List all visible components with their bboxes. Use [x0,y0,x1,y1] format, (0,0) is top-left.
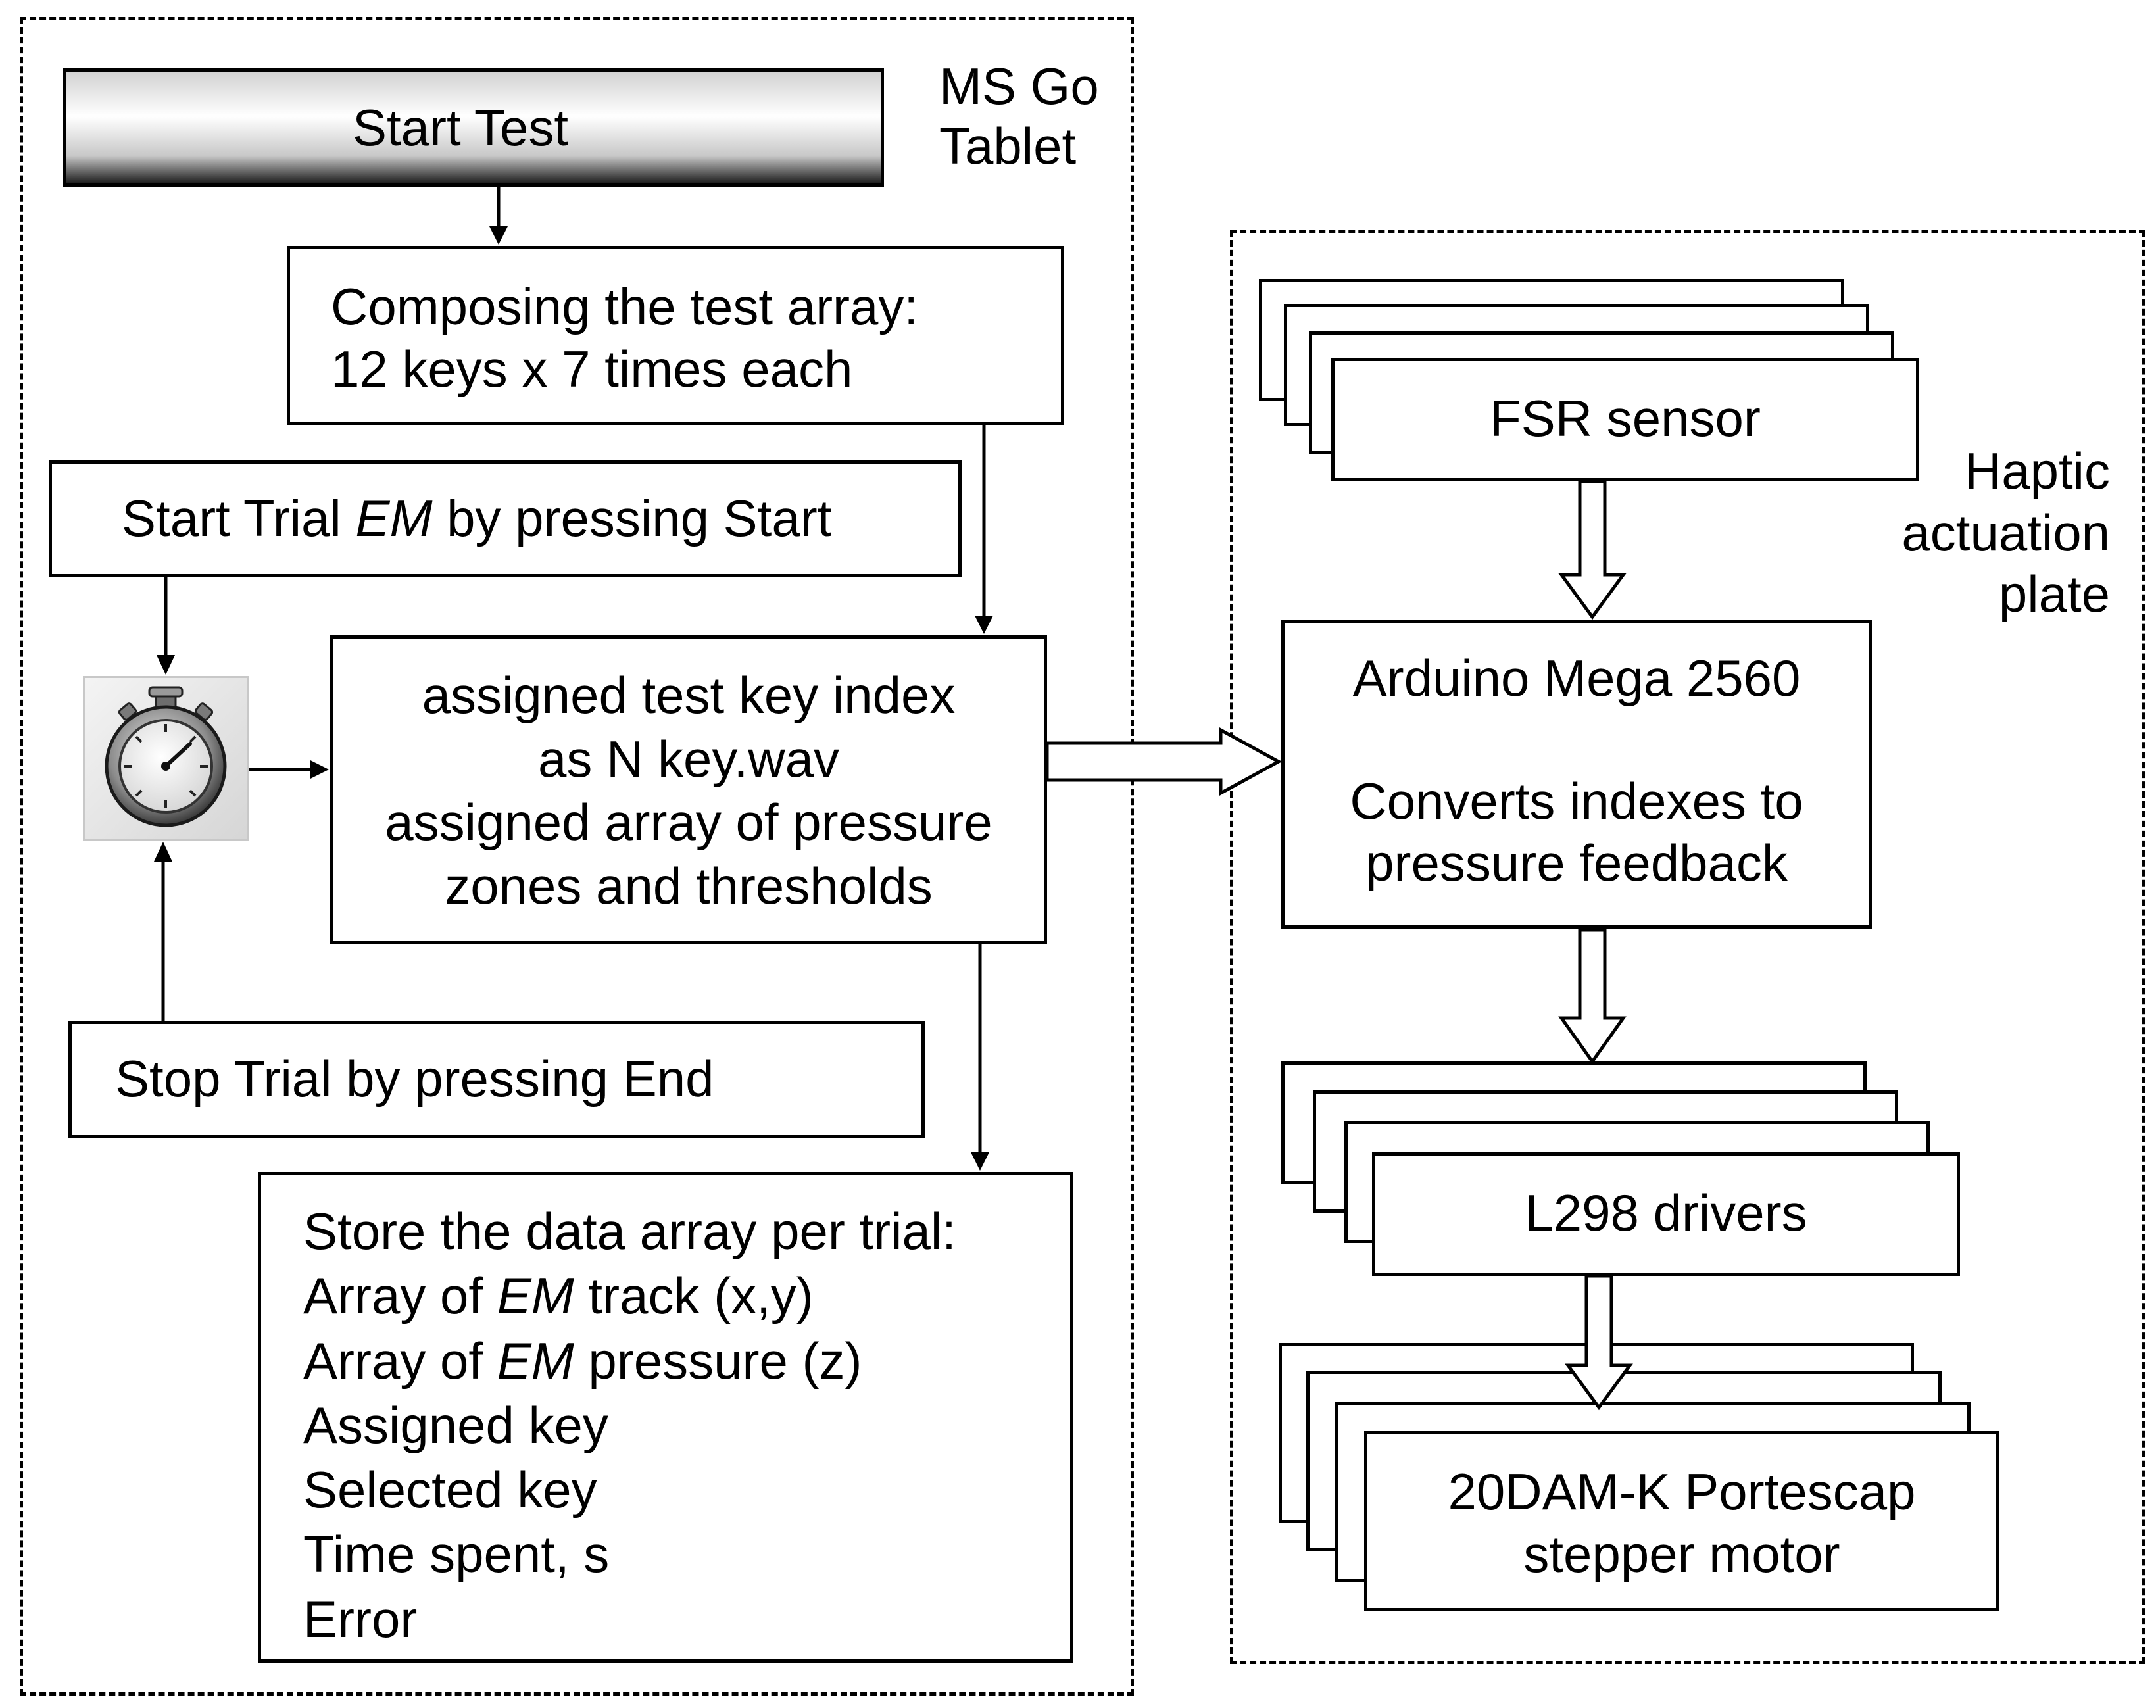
store-line3-post: pressure (z) [574,1331,862,1390]
compose-text: Composing the test array: 12 keys x 7 ti… [331,276,918,401]
stop-trial-text: Stop Trial by pressing End [115,1050,714,1108]
assign-line1: assigned test key index [422,666,956,724]
compose-line2: 12 keys x 7 times each [331,340,853,399]
start-trial-pre: Start Trial [122,489,356,547]
ms-go-label-line2: Tablet [939,117,1077,176]
compose-line1: Composing the test array: [331,278,919,335]
start-trial-text: Start Trial EM by pressing Start [122,487,831,550]
arduino-text: Arduino Mega 2560 Converts indexes to pr… [1285,648,1869,894]
store-line5: Selected key [303,1461,597,1519]
store-data-array-box: Store the data array per trial: Array of… [258,1172,1073,1663]
assigned-test-key-box: assigned test key index as N key.wav ass… [330,635,1047,944]
assign-line2: as N key.wav [537,729,840,788]
store-line2-pre: Array of [303,1267,497,1325]
block-arrow-fsr-to-arduino [1558,479,1627,620]
stopwatch-icon[interactable] [83,676,249,841]
store-line2-em: EM [497,1267,574,1325]
store-text: Store the data array per trial: Array of… [303,1199,956,1651]
compose-test-array-box: Composing the test array: 12 keys x 7 ti… [287,246,1064,425]
start-test-label: Start Test [352,98,569,157]
block-arrow-arduino-to-drivers [1558,928,1627,1065]
store-line4: Assigned key [303,1396,608,1454]
l298-drivers-label: L298 drivers [1525,1184,1807,1242]
start-trial-em: EM [355,489,433,547]
ms-go-tablet-group [20,17,1134,1696]
store-line3-em: EM [497,1331,574,1390]
store-line1: Store the data array per trial: [303,1202,956,1260]
store-line6: Time spent, s [303,1525,610,1584]
block-arrow-assigned-to-arduino [1045,727,1283,796]
start-trial-post: by pressing Start [432,489,832,547]
stepper-motor-text: 20DAM-K Portescap stepper motor [1367,1461,1996,1586]
ms-go-tablet-label: MS Go Tablet [939,57,1099,177]
stopwatch-graphic [105,686,227,827]
fsr-sensor-label: FSR sensor [1490,389,1761,447]
arduino-line3: pressure feedback [1365,833,1788,892]
haptic-label-line1: Haptic [1964,442,2110,500]
haptic-actuation-plate-group [1230,230,2145,1664]
assign-line4: zones and thresholds [445,857,933,915]
store-line7: Error [303,1590,418,1648]
store-line2-post: track (x,y) [574,1267,814,1325]
haptic-label-line2: actuation [1901,503,2110,562]
motor-line2: stepper motor [1523,1525,1840,1584]
start-trial-box: Start Trial EM by pressing Start [49,460,962,577]
block-arrow-drivers-to-motor [1565,1274,1633,1411]
assign-line3: assigned array of pressure [385,793,992,852]
l298-drivers-box: L298 drivers [1372,1152,1960,1276]
arduino-line1: Arduino Mega 2560 [1352,649,1801,707]
assigned-text: assigned test key index as N key.wav ass… [333,664,1044,918]
arduino-line2: Converts indexes to [1350,772,1803,831]
haptic-plate-label: Haptic actuation plate [1828,441,2110,625]
fsr-sensor-box: FSR sensor [1331,358,1919,481]
stepper-motor-box: 20DAM-K Portescap stepper motor [1364,1431,1999,1611]
haptic-label-line3: plate [1998,565,2110,623]
arduino-mega-box: Arduino Mega 2560 Converts indexes to pr… [1281,620,1872,929]
start-test-button[interactable]: Start Test [63,68,884,187]
store-line3-pre: Array of [303,1331,497,1390]
ms-go-label-line1: MS Go [939,57,1099,115]
stop-trial-box: Stop Trial by pressing End [68,1021,925,1138]
motor-line1: 20DAM-K Portescap [1448,1463,1916,1521]
